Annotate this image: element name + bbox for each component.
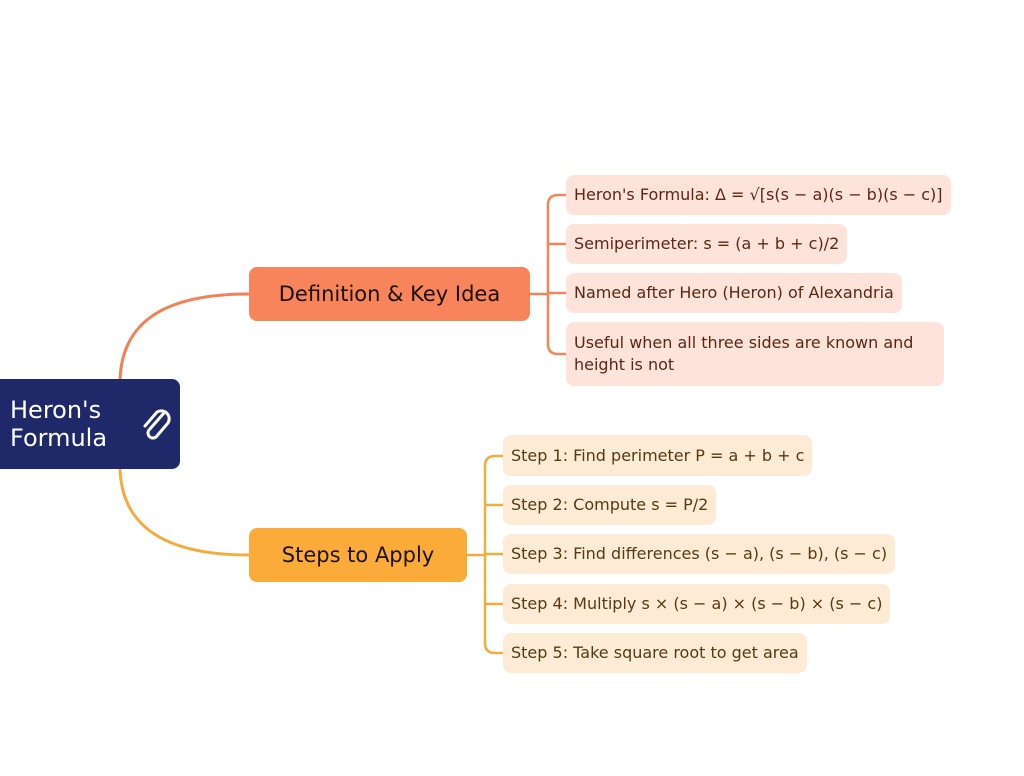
leaf-label: Useful when all three sides are known an…	[574, 333, 914, 374]
branch-label: Steps to Apply	[281, 543, 435, 567]
bracket-definition	[529, 193, 566, 356]
root-label: Heron's Formula	[10, 396, 108, 452]
link-root-steps	[118, 467, 251, 557]
link-root-definition	[118, 292, 251, 382]
leaf-label: Step 1: Find perimeter P = a + b + c	[511, 445, 805, 465]
branch-label: Definition & Key Idea	[278, 282, 501, 306]
step-leaf[interactable]: Step 4: Multiply s × (s − a) × (s − b) ×…	[503, 584, 891, 624]
definition-leaf[interactable]: Useful when all three sides are known an…	[566, 322, 944, 386]
step-leaf[interactable]: Step 3: Find differences (s − a), (s − b…	[503, 534, 896, 574]
definition-leaf[interactable]: Named after Hero (Heron) of Alexandria	[566, 273, 902, 313]
leaf-label: Named after Hero (Heron) of Alexandria	[574, 283, 894, 302]
root-node[interactable]: Heron's Formula	[0, 379, 180, 469]
step-leaf[interactable]: Step 2: Compute s = P/2	[503, 485, 717, 525]
branch-steps[interactable]: Steps to Apply	[249, 528, 467, 582]
leaf-label: Heron's Formula: Δ = √[s(s − a)(s − b)(s…	[574, 185, 943, 204]
bracket-steps	[466, 454, 503, 655]
leaf-label: Step 5: Take square root to get area	[511, 643, 799, 662]
leaf-label: Step 4: Multiply s × (s − a) × (s − b) ×…	[511, 594, 883, 613]
definition-leaf[interactable]: Semiperimeter: s = (a + b + c)/2	[566, 224, 848, 264]
paperclip-icon	[143, 409, 171, 440]
branch-definition[interactable]: Definition & Key Idea	[249, 267, 530, 321]
leaf-label: Semiperimeter: s = (a + b + c)/2	[574, 234, 840, 253]
step-leaf[interactable]: Step 1: Find perimeter P = a + b + c	[503, 435, 813, 476]
leaf-label: Step 2: Compute s = P/2	[511, 495, 709, 514]
leaf-label: Step 3: Find differences (s − a), (s − b…	[511, 544, 888, 563]
definition-leaf[interactable]: Heron's Formula: Δ = √[s(s − a)(s − b)(s…	[566, 175, 951, 215]
step-leaf[interactable]: Step 5: Take square root to get area	[503, 633, 807, 673]
